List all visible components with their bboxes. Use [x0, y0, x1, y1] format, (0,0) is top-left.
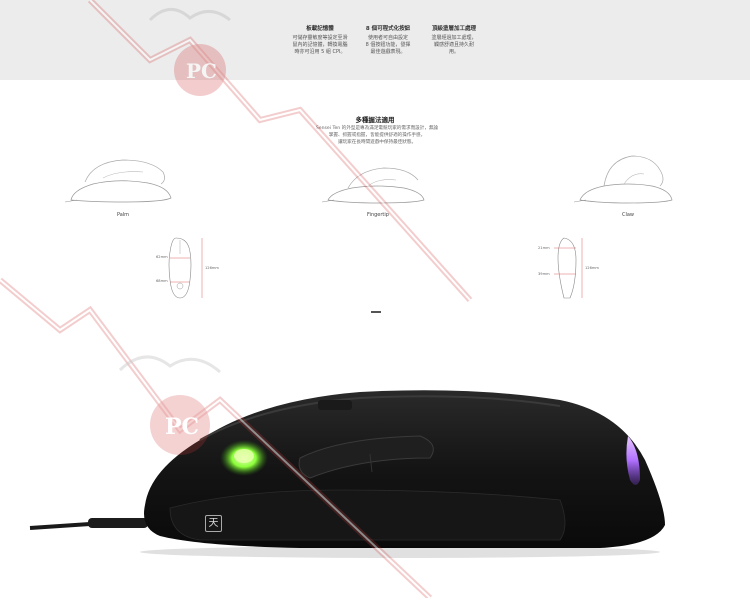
mouse-side-outline — [554, 237, 583, 299]
mouse-product-image — [29, 390, 665, 558]
dim-width-front: 62mm — [156, 255, 168, 259]
dimension-top-view: 62mm 68mm 126mm — [148, 234, 219, 304]
feature-buttons: 8 個可程式化按鈕 使用者可自由設定 8 個按鈕功能，發揮 最佳遊戲表現。 — [352, 26, 424, 56]
dimension-side-view: 21mm 39mm 126mm — [528, 234, 599, 304]
feature-line: 塗層經過加工處理， — [431, 35, 477, 41]
dim-width-back: 68mm — [156, 279, 168, 283]
grip-desc-line: 讓玩家在長時間遊戲中保持最佳狀態。 — [337, 140, 417, 145]
grip-label: Claw — [621, 212, 635, 218]
dim-length: 126mm — [205, 266, 219, 270]
grip-section-title: 多種握法適用 — [355, 116, 395, 124]
brand-logo-badge: 天 — [205, 515, 222, 532]
grip-desc-line: 掌握、抓握或指握，皆能提供舒適的操作手感， — [328, 133, 426, 138]
feature-title: 板載記憶體 — [306, 26, 334, 32]
fingertip-grip-illustration — [321, 167, 425, 204]
dim-length: 126mm — [585, 266, 599, 270]
feature-line: 觸感舒適且持久耐 — [433, 42, 474, 48]
feature-onboard-memory: 板載記憶體 可儲存靈敏度等設定至滑 鼠內的記憶體，轉換電腦 時亦可沿用 5 組 … — [284, 26, 356, 56]
grip-palm: Palm — [63, 150, 183, 220]
feature-line: 最佳遊戲表現。 — [370, 49, 406, 55]
grip-label: Fingertip — [367, 212, 389, 218]
palm-grip-illustration — [64, 159, 172, 203]
grip-section-desc: Sensei Ten 的外型是專為滿足電競玩家的需求而設計，無論 掌握、抓握或指… — [296, 125, 458, 146]
feature-line: 用。 — [448, 49, 459, 55]
grip-desc-line: Sensei Ten 的外型是專為滿足電競玩家的需求而設計，無論 — [315, 126, 439, 131]
feature-line: 可儲存靈敏度等設定至滑 — [292, 35, 348, 41]
grip-fingertip: Fingertip — [318, 150, 438, 220]
feature-coating: 頂級塗層加工處理 塗層經過加工處理， 觸感舒適且持久耐 用。 — [418, 26, 490, 56]
feature-line: 鼠內的記憶體，轉換電腦 — [292, 42, 348, 48]
feature-title: 8 個可程式化按鈕 — [365, 26, 411, 32]
dim-height-back: 39mm — [538, 272, 550, 276]
feature-line: 使用者可自由設定 — [367, 35, 408, 41]
feature-line: 時亦可沿用 5 組 CPI。 — [294, 49, 346, 55]
grip-label: Palm — [116, 212, 130, 218]
grip-claw: Claw — [568, 150, 688, 220]
feature-line: 8 個按鈕功能，發揮 — [365, 42, 411, 48]
dim-height-front: 21mm — [538, 246, 550, 250]
section-divider — [371, 311, 381, 313]
claw-grip-illustration — [573, 155, 673, 204]
feature-band: 板載記憶體 可儲存靈敏度等設定至滑 鼠內的記憶體，轉換電腦 時亦可沿用 5 組 … — [0, 0, 750, 80]
feature-title: 頂級塗層加工處理 — [431, 26, 476, 32]
